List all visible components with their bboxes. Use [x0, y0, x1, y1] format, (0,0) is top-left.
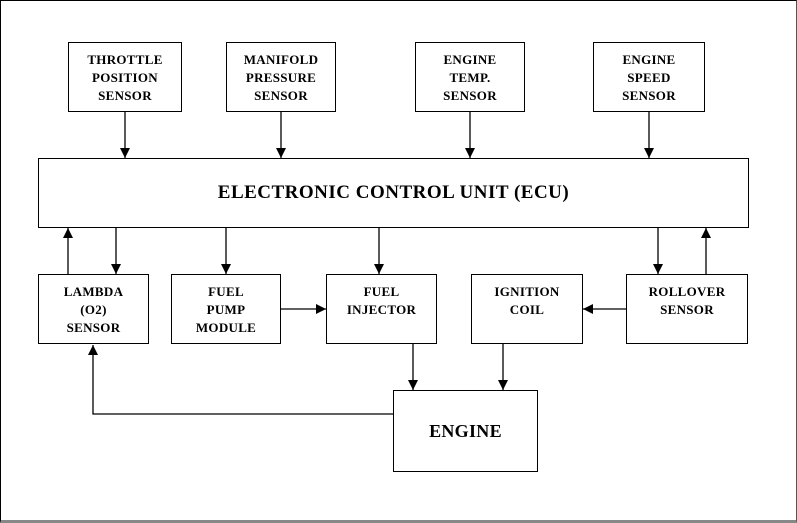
lambda-sensor-block: LAMBDA (O2) SENSOR: [38, 274, 149, 344]
engine-speed-sensor-block: ENGINE SPEED SENSOR: [593, 42, 705, 112]
fuel-pump-module-label: FUEL PUMP MODULE: [195, 284, 257, 335]
ignition-coil-block: IGNITION COIL: [471, 274, 583, 344]
lambda-sensor-label: LAMBDA (O2) SENSOR: [63, 284, 124, 335]
engine-speed-sensor-label: ENGINE SPEED SENSOR: [622, 52, 676, 103]
fuel-pump-module-block: FUEL PUMP MODULE: [171, 274, 281, 344]
throttle-position-sensor-block: THROTTLE POSITION SENSOR: [68, 42, 182, 112]
manifold-pressure-sensor-block: MANIFOLD PRESSURE SENSOR: [226, 42, 336, 112]
fuel-injector-block: FUEL INJECTOR: [326, 274, 437, 344]
arrow-engine-to-lambda: [88, 345, 393, 415]
engine-label: ENGINE: [429, 421, 502, 441]
rollover-sensor-label: ROLLOVER SENSOR: [648, 284, 726, 317]
throttle-position-sensor-label: THROTTLE POSITION SENSOR: [87, 52, 163, 103]
engine-temp-sensor-block: ENGINE TEMP. SENSOR: [415, 42, 525, 112]
engine-temp-sensor-label: ENGINE TEMP. SENSOR: [443, 52, 497, 103]
ecu-block: ELECTRONIC CONTROL UNIT (ECU): [38, 158, 749, 228]
ecu-label: ELECTRONIC CONTROL UNIT (ECU): [217, 182, 570, 203]
fuel-injector-label: FUEL INJECTOR: [346, 284, 417, 317]
engine-block: ENGINE: [393, 390, 538, 472]
ignition-coil-label: IGNITION COIL: [494, 284, 560, 317]
rollover-sensor-block: ROLLOVER SENSOR: [626, 274, 748, 344]
manifold-pressure-sensor-label: MANIFOLD PRESSURE SENSOR: [243, 52, 319, 103]
